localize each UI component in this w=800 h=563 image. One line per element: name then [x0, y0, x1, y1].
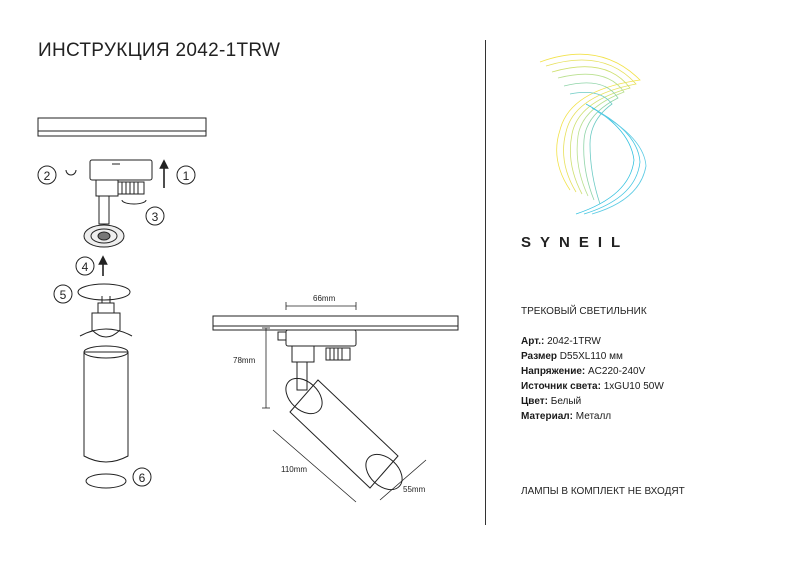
step-1: 1 [183, 169, 190, 183]
spec-voltage: Напряжение: AC220-240V [521, 366, 646, 377]
document-title: ИНСТРУКЦИЯ 2042-1TRW [38, 40, 281, 61]
step-arrows [65, 159, 169, 489]
dim-width: 66mm [313, 294, 336, 303]
brand-name: SYNEIL [521, 234, 630, 251]
step-4: 4 [82, 260, 89, 274]
step-markers: 1 2 3 4 5 6 [37, 165, 196, 487]
spec-size: Размер D55XL110 мм [521, 351, 623, 362]
dimension-track [212, 315, 459, 491]
spec-list: Арт.: 2042-1TRW Размер D55XL110 мм Напря… [521, 334, 664, 424]
step-2: 2 [44, 169, 51, 183]
lamp-and-body [79, 296, 133, 463]
dim-height: 78mm [233, 356, 256, 365]
track-adapter [83, 159, 153, 248]
spec-article: Арт.: 2042-1TRW [521, 336, 601, 347]
step-5: 5 [60, 288, 67, 302]
vertical-divider [485, 40, 486, 525]
lamps-note: ЛАМПЫ В КОМПЛЕКТ НЕ ВХОДЯТ [521, 486, 685, 497]
step-6: 6 [139, 471, 146, 485]
product-type: ТРЕКОВЫЙ СВЕТИЛЬНИК [521, 306, 647, 317]
spec-color: Цвет: Белый [521, 396, 582, 407]
brand-logo-icon [539, 53, 647, 215]
spec-material: Материал: Металл [521, 411, 612, 422]
track-rail [37, 117, 207, 137]
step-3: 3 [152, 210, 159, 224]
dim-diameter: 55mm [403, 485, 426, 494]
dim-length: 110mm [281, 465, 307, 474]
spec-light-source: Источник света: 1xGU10 50W [521, 381, 664, 392]
dimension-lines [262, 302, 427, 503]
